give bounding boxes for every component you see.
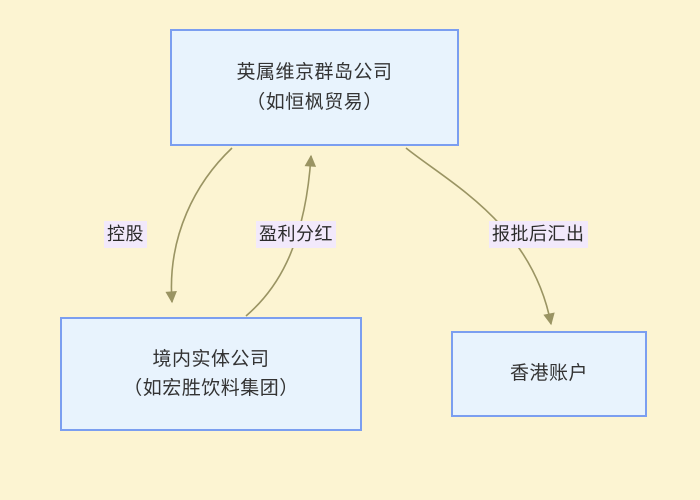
edge-label-control: 控股 <box>104 221 147 248</box>
edge-label-remit: 报批后汇出 <box>489 221 588 248</box>
node-domestic-entity[interactable]: 境内实体公司 （如宏胜饮料集团） <box>60 317 362 431</box>
edge-control-path <box>165 147 233 304</box>
edge-label-dividend: 盈利分红 <box>256 221 336 248</box>
node-domestic-line2: （如宏胜饮料集团） <box>123 378 299 399</box>
node-hk-line1: 香港账户 <box>509 363 588 385</box>
node-hongkong-account[interactable]: 香港账户 <box>451 331 647 417</box>
node-bvi-line2: （如恒枫贸易） <box>246 91 383 113</box>
node-bvi-line1: 英属维京群岛公司 <box>236 62 393 84</box>
node-domestic-line1: 境内实体公司 <box>152 348 270 370</box>
node-bvi-company[interactable]: 英属维京群岛公司 （如恒枫贸易） <box>170 29 459 146</box>
